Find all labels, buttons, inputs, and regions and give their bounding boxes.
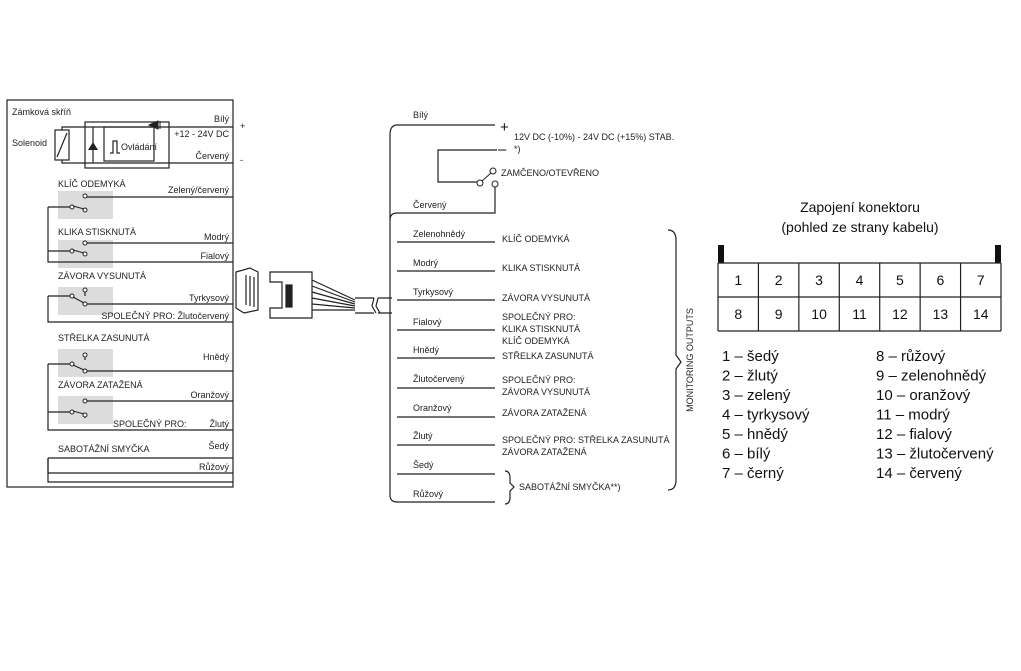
function-label: SABOTÁŽNÍ SMYČKA**) [519,482,621,492]
wire-label: Tyrkysový [189,293,230,303]
function-label: ZÁVORA VYSUNUTÁ [502,387,590,397]
pin-color-legend-item: 4 – tyrkysový [722,407,810,424]
pin-color-legend-item: 5 – hnědý [722,426,788,443]
wire-label: Šedý [208,441,229,451]
function-label: ZÁVORA ZATAŽENÁ [502,447,587,457]
minus-sign: – [498,141,507,158]
pin-number: 2 [775,272,783,288]
pin-color-legend-item: 11 – modrý [876,407,950,424]
brace-icon [504,470,515,505]
function-label: STŘELKA ZASUNUTÁ [502,351,594,361]
pin-number: 4 [856,272,864,288]
wire-label: Fialový [200,251,229,261]
switch-icon [476,167,499,188]
pin-color-legend-item: 6 – bílý [722,446,771,463]
wire-label: Červený [195,151,229,161]
pin-color-legend-item: 14 – červený [876,465,962,482]
pin-color-legend-item: 7 – černý [722,465,784,482]
solenoid-label: Solenoid [12,138,47,148]
pin-number: 6 [936,272,944,288]
brace-icon [667,229,682,491]
pin-color-legend-item: 2 – žlutý [722,368,778,385]
wire-label: Modrý [413,258,439,268]
wire-label: Žlutočervený [413,374,465,384]
wire-label: Tyrkysový [413,287,454,297]
section-label: KLIKA STISKNUTÁ [58,227,136,237]
wire-label: Šedý [413,460,434,470]
supply-note: *) [514,144,521,154]
section-label: ZÁVORA VYSUNUTÁ [58,271,146,281]
wire-label: Žlutý [413,431,433,441]
common-label: SPOLEČNÝ PRO: [113,419,187,429]
function-label: KLIKA STISKNUTÁ [502,263,580,273]
switch-icon [69,193,88,418]
minus-sign: - [240,155,243,165]
pinout-subtitle: (pohled ze strany kabelu) [781,219,938,235]
pin-color-legend-item: 8 – růžový [876,348,946,365]
pin-grid-lines [717,262,1002,332]
wire-label: Hnědý [413,345,440,355]
pin-number: 9 [775,306,783,322]
pin-number: 14 [973,306,989,322]
pin-number: 12 [892,306,908,322]
function-label: KLÍČ ODEMYKÁ [502,234,570,244]
section-label: KLÍČ ODEMYKÁ [58,179,126,189]
lock-box-title: Zámková skříň [12,107,71,117]
pin-number: 7 [977,272,985,288]
pin-number: 3 [815,272,823,288]
connector-icon [235,267,392,319]
pin-number: 5 [896,272,904,288]
plus-sign: + [500,119,509,136]
wire-label: Růžový [199,462,230,472]
lock-box: Zámková skříň Solenoid Ovládání +12 - 24… [6,99,245,488]
function-label: SPOLEČNÝ PRO: STŘELKA ZASUNUTÁ [502,435,670,445]
wire-label: Červený [413,200,447,210]
diode-icon [147,120,161,130]
diode-icon [88,142,98,150]
wire-label: Oranžový [413,403,452,413]
control-label: Ovládání [121,142,158,152]
wire-label: Zelený/červený [168,185,230,195]
pin-number: 1 [734,272,742,288]
wire-label: Hnědý [203,352,230,362]
function-label: KLÍČ ODEMYKÁ [502,336,570,346]
pin-color-legend-item: 12 – fialový [876,426,952,443]
cable-wires: + – 12V DC (-10%) - 24V DC (+15%) STAB. … [389,110,695,505]
connector-pinout: Zapojení konektoru (pohled ze strany kab… [717,199,1002,482]
wire-label: Bílý [214,114,230,124]
pin-color-legend-item: 3 – zelený [722,387,791,404]
function-label: KLIKA STISKNUTÁ [502,324,580,334]
plus-sign: + [240,121,245,131]
function-label: ZÁVORA ZATAŽENÁ [502,408,587,418]
wire-label: Žlutý [209,419,229,429]
wire-label: Růžový [413,489,444,499]
supply-label: 12V DC (-10%) - 24V DC (+15%) STAB. [514,132,674,142]
wire-label: Modrý [204,232,230,242]
pin-color-legend-item: 10 – oranžový [876,387,971,404]
pinout-title: Zapojení konektoru [800,199,920,215]
pulse-icon [110,140,120,154]
function-label: SPOLEČNÝ PRO: [502,375,576,385]
function-label: ZÁVORA VYSUNUTÁ [502,293,590,303]
section-label: ZÁVORA ZATAŽENÁ [58,380,143,390]
pin-number: 13 [933,306,949,322]
pin-number: 11 [852,306,867,322]
supply-label: +12 - 24V DC [174,129,229,139]
wire-label: Oranžový [190,390,229,400]
function-label: SPOLEČNÝ PRO: [502,312,576,322]
wire-label: SPOLEČNÝ PRO: Žlutočervený [101,311,229,321]
wire-label: Zelenohnědý [413,229,466,239]
pin-number: 8 [734,306,742,322]
wire-label: Fialový [413,317,442,327]
pin-color-legend-item: 1 – šedý [722,348,779,365]
monitoring-outputs-label: MONITORING OUTPUTS [685,308,695,412]
section-label: STŘELKA ZASUNUTÁ [58,333,150,343]
pin-color-legend-item: 13 – žlutočervený [876,446,994,463]
lock-state-label: ZAMČENO/OTEVŘENO [501,168,599,178]
pin-color-legend-item: 9 – zelenohnědý [876,368,987,385]
section-label: SABOTÁŽNÍ SMYČKA [58,444,150,454]
pin-number: 10 [811,306,827,322]
wire-label: Bílý [413,110,429,120]
